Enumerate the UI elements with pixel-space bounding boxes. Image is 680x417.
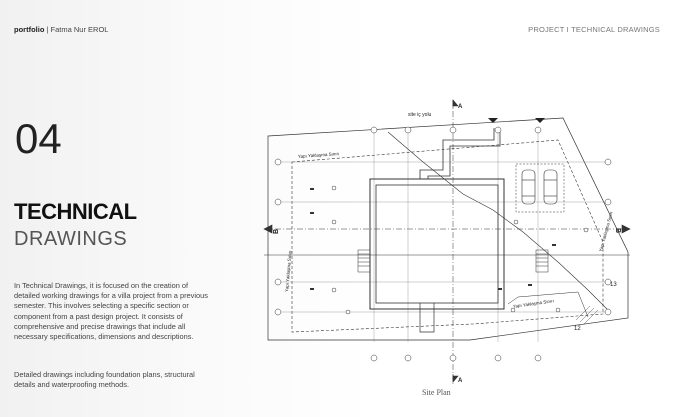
setback-line <box>291 139 604 333</box>
portfolio-header: portfolio | Fatma Nur EROL <box>14 25 108 34</box>
drawing-caption: Site Plan <box>422 388 451 397</box>
car-icon <box>521 169 536 205</box>
page-title: TECHNICAL <box>14 199 137 224</box>
page-subtitle: DRAWINGS <box>14 228 128 250</box>
label-12: 12 <box>574 326 581 332</box>
site-plan-drawing: site iç yolu Yapı Yaklaşma Sınırı Yapı Y… <box>263 99 631 384</box>
setback-label-left: Yapı Yaklaşma Sınırı <box>284 250 293 292</box>
brand-label: portfolio <box>14 25 45 34</box>
section-a-top: A <box>458 104 463 110</box>
section-b-right: B <box>614 228 621 233</box>
description-paragraph-2: Detailed drawings including foundation p… <box>14 370 195 390</box>
section-b-left: B <box>273 229 280 234</box>
setback-label-right: Yapı Yaklaşma Sınırı <box>598 211 614 252</box>
section-a-bottom: A <box>458 378 463 384</box>
section-breadcrumb: PROJECT I TECHNICAL DRAWINGS <box>528 25 660 34</box>
road-label: site iç yolu <box>408 112 432 118</box>
parcel-boundary <box>267 117 629 341</box>
section-number: 04 <box>15 115 62 162</box>
setback-label-top: Yapı Yaklaşma Sınırı <box>298 151 340 159</box>
author-name: Fatma Nur EROL <box>50 25 109 34</box>
header-separator: | <box>44 25 51 34</box>
setback-label-bottom: Yapı Yaklaşma Sınırı <box>512 298 554 309</box>
left-stairs <box>357 249 371 273</box>
label-13: 13 <box>610 282 617 288</box>
right-stairs <box>535 249 549 273</box>
building-outline <box>369 178 505 310</box>
description-paragraph-1: In Technical Drawings, it is focused on … <box>14 281 208 342</box>
car-icon <box>543 169 558 205</box>
parking-area <box>515 163 565 213</box>
